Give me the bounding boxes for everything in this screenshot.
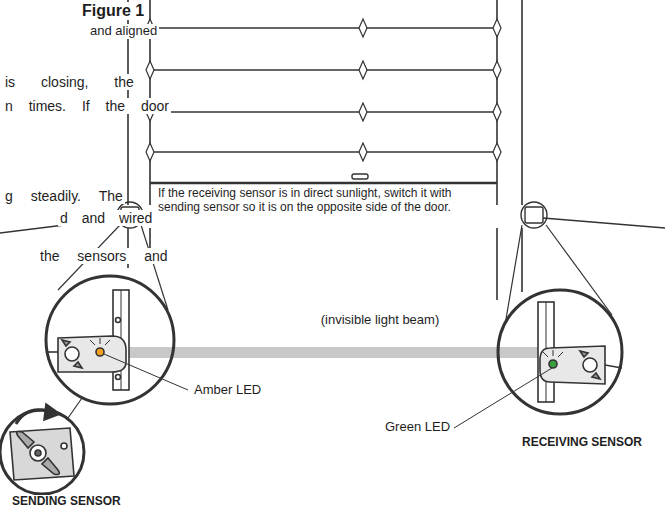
sending-sensor-closeup xyxy=(116,375,121,380)
led-label: Amber LED xyxy=(192,383,263,398)
door-hinge xyxy=(493,143,501,161)
door-hinge xyxy=(359,61,367,79)
door-rail xyxy=(521,0,523,205)
door-hinge xyxy=(493,103,501,121)
sending-sensor-closeup xyxy=(46,276,174,404)
text-fragment: g steadily. The xyxy=(3,188,125,204)
wing-nut-inset xyxy=(44,404,60,420)
light-beam xyxy=(120,347,548,358)
text-fragment: is closing, the xyxy=(3,74,136,90)
sensor-name: RECEIVING SENSOR xyxy=(520,436,644,450)
sending-sensor-closeup xyxy=(65,347,79,361)
sending-sensor-closeup xyxy=(62,340,82,368)
door-panel xyxy=(150,28,497,183)
magnifier-line xyxy=(58,225,612,325)
beam-label: (invisible light beam) xyxy=(319,313,442,328)
text-fragment: n times. If the door xyxy=(3,98,171,114)
note: If the receiving sensor is in direct sun… xyxy=(156,187,496,215)
receiving-sensor-closeup xyxy=(543,350,563,357)
door-panel xyxy=(150,151,497,152)
door-hinge xyxy=(359,103,367,121)
wing-nut-inset xyxy=(61,443,67,449)
door-hinge xyxy=(146,143,154,161)
sending-sensor-closeup xyxy=(90,338,110,345)
door-rail xyxy=(496,228,498,300)
door-hinge xyxy=(493,19,501,37)
leader-line xyxy=(104,354,188,390)
text-fragment: and aligned xyxy=(88,24,159,39)
wing-nut-inset xyxy=(0,410,84,494)
wing-nut-inset xyxy=(42,458,59,475)
wing-nut-inset xyxy=(30,445,46,461)
wing-nut-inset xyxy=(10,428,74,480)
wing-nut-inset xyxy=(68,398,82,418)
door-hinge xyxy=(146,61,154,79)
receiving-sensor-closeup xyxy=(580,351,600,379)
door-panel xyxy=(150,27,497,28)
sending-sensor-closeup xyxy=(58,336,126,372)
sending-sensor-closeup xyxy=(116,318,121,323)
door-panel xyxy=(150,182,497,184)
door-rail xyxy=(128,0,522,300)
door-hinge xyxy=(359,19,367,37)
door-panel xyxy=(150,111,497,112)
door-hinge xyxy=(493,61,501,79)
receiving-sensor-closeup xyxy=(540,346,605,384)
receiving-sensor-closeup xyxy=(498,290,622,414)
leader-line xyxy=(104,354,552,428)
door-panel xyxy=(150,69,497,70)
door-hinge xyxy=(359,143,367,161)
receiving-sensor-closeup xyxy=(549,360,557,368)
light-beam xyxy=(120,347,548,358)
door-rail xyxy=(521,228,523,292)
leader-line xyxy=(454,368,552,428)
text-fragment: d and wired xyxy=(58,210,154,226)
door-sensor xyxy=(525,207,543,223)
sending-sensor-closeup xyxy=(96,348,104,356)
receiving-sensor-closeup xyxy=(498,290,622,414)
text-fragment: the sensors and xyxy=(38,248,170,264)
magnifier-line xyxy=(546,225,612,315)
sending-sensor-closeup xyxy=(46,276,174,404)
receiving-sensor-closeup xyxy=(583,358,597,372)
wing-nut-inset xyxy=(35,450,41,456)
figure-title: Figure 1 xyxy=(80,2,146,20)
door-hinge xyxy=(146,19,501,161)
door-sensor xyxy=(521,202,547,228)
wing-nut-inset xyxy=(17,432,34,449)
receiving-sensor-closeup xyxy=(605,365,622,368)
wing-nut-inset xyxy=(0,398,84,494)
sending-sensor-closeup xyxy=(46,351,58,353)
sensor-wire xyxy=(543,218,665,228)
door-panel xyxy=(352,174,368,179)
led-label: Green LED xyxy=(383,420,452,435)
magnifier-line xyxy=(141,225,168,310)
sensor-name: SENDING SENSOR xyxy=(10,495,123,509)
